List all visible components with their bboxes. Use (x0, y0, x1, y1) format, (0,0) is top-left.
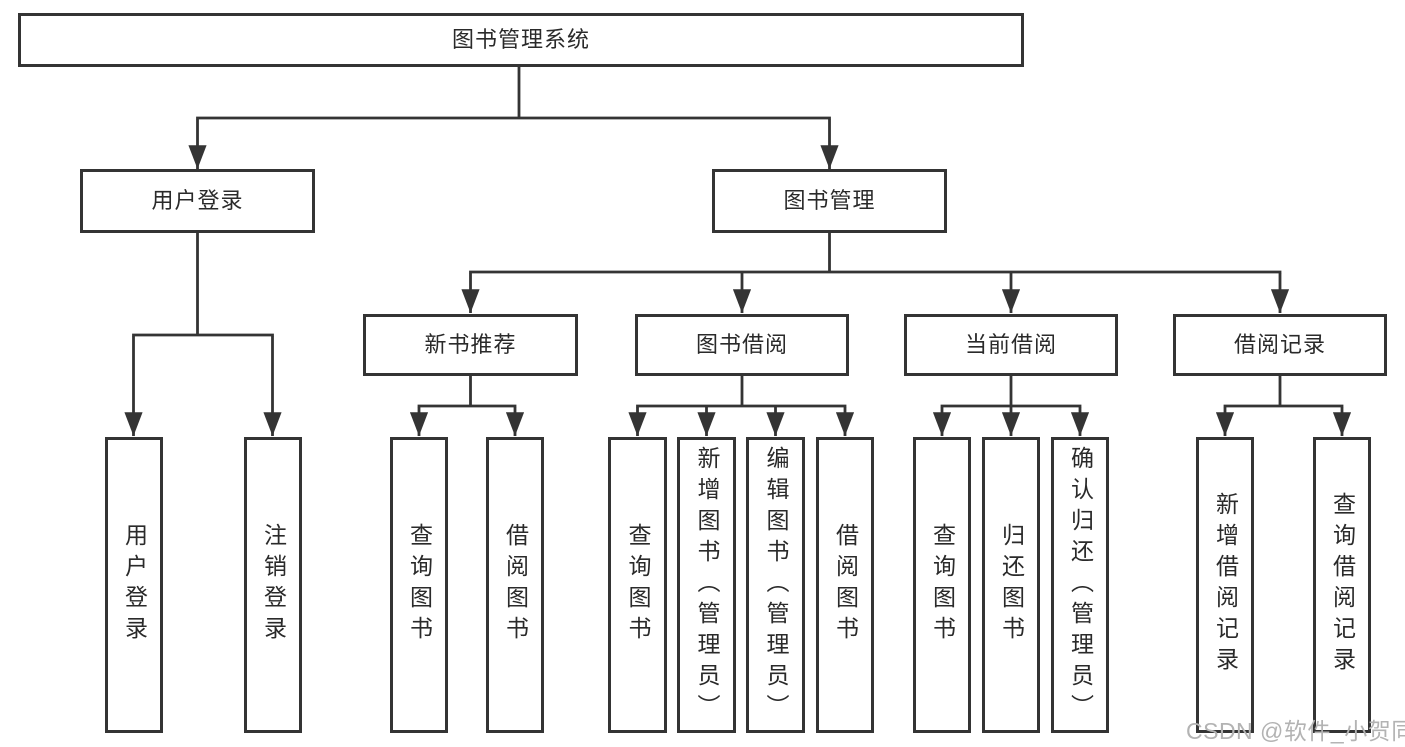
leaf-user-login: 用户登录 (105, 437, 163, 733)
leaf-query-books-current: 查询图书 (913, 437, 971, 733)
connector-lines (132, 65, 1344, 408)
node-borrow-records: 借阅记录 (1173, 314, 1387, 376)
leaf-query-books-recommend-label: 查询图书 (406, 523, 433, 647)
node-book-management-label: 图书管理 (783, 188, 876, 213)
node-new-book-recommend: 新书推荐 (363, 314, 578, 376)
node-book-management: 图书管理 (712, 169, 947, 233)
leaf-query-books-borrow-label: 查询图书 (625, 523, 651, 647)
leaf-return-book: 归还图书 (982, 437, 1040, 733)
leaf-query-borrow-record: 查询借阅记录 (1313, 437, 1371, 733)
leaf-borrow-books-label: 借阅图书 (832, 523, 859, 647)
node-current-borrow-label: 当前借阅 (964, 332, 1057, 357)
node-library-system-label: 图书管理系统 (451, 27, 590, 52)
leaf-query-books-current-label: 查询图书 (929, 523, 956, 647)
leaf-borrow-books: 借阅图书 (816, 437, 874, 733)
csdn-watermark: CSDN @软件_小贺同学 (1186, 718, 1405, 744)
leaf-add-book-admin: 新增图书（管理员） (677, 437, 736, 733)
leaf-add-borrow-record: 新增借阅记录 (1196, 437, 1254, 733)
leaf-add-book-admin-label: 新增图书（管理员） (694, 445, 720, 725)
leaf-confirm-return-admin-label: 确认归还（管理员） (1067, 445, 1094, 725)
leaf-logout-label: 注销登录 (260, 523, 287, 647)
leaf-user-login-label: 用户登录 (121, 523, 148, 647)
leaf-edit-book-admin-label: 编辑图书（管理员） (763, 445, 789, 725)
node-new-book-recommend-label: 新书推荐 (424, 332, 517, 357)
node-book-borrow-label: 图书借阅 (695, 332, 788, 357)
leaf-borrow-books-recommend: 借阅图书 (486, 437, 544, 733)
node-borrow-records-label: 借阅记录 (1233, 332, 1326, 357)
leaf-add-borrow-record-label: 新增借阅记录 (1212, 492, 1239, 678)
leaf-query-books-borrow: 查询图书 (608, 437, 667, 733)
node-user-login: 用户登录 (80, 169, 315, 233)
leaf-return-book-label: 归还图书 (998, 523, 1025, 647)
leaf-query-books-recommend: 查询图书 (390, 437, 448, 733)
node-book-borrow: 图书借阅 (635, 314, 849, 376)
leaf-logout: 注销登录 (244, 437, 302, 733)
node-user-login-label: 用户登录 (151, 188, 244, 213)
node-current-borrow: 当前借阅 (904, 314, 1118, 376)
leaf-confirm-return-admin: 确认归还（管理员） (1051, 437, 1109, 733)
leaf-edit-book-admin: 编辑图书（管理员） (746, 437, 805, 733)
node-library-system: 图书管理系统 (18, 13, 1024, 67)
leaf-query-borrow-record-label: 查询借阅记录 (1329, 492, 1356, 678)
leaf-borrow-books-recommend-label: 借阅图书 (502, 523, 529, 647)
